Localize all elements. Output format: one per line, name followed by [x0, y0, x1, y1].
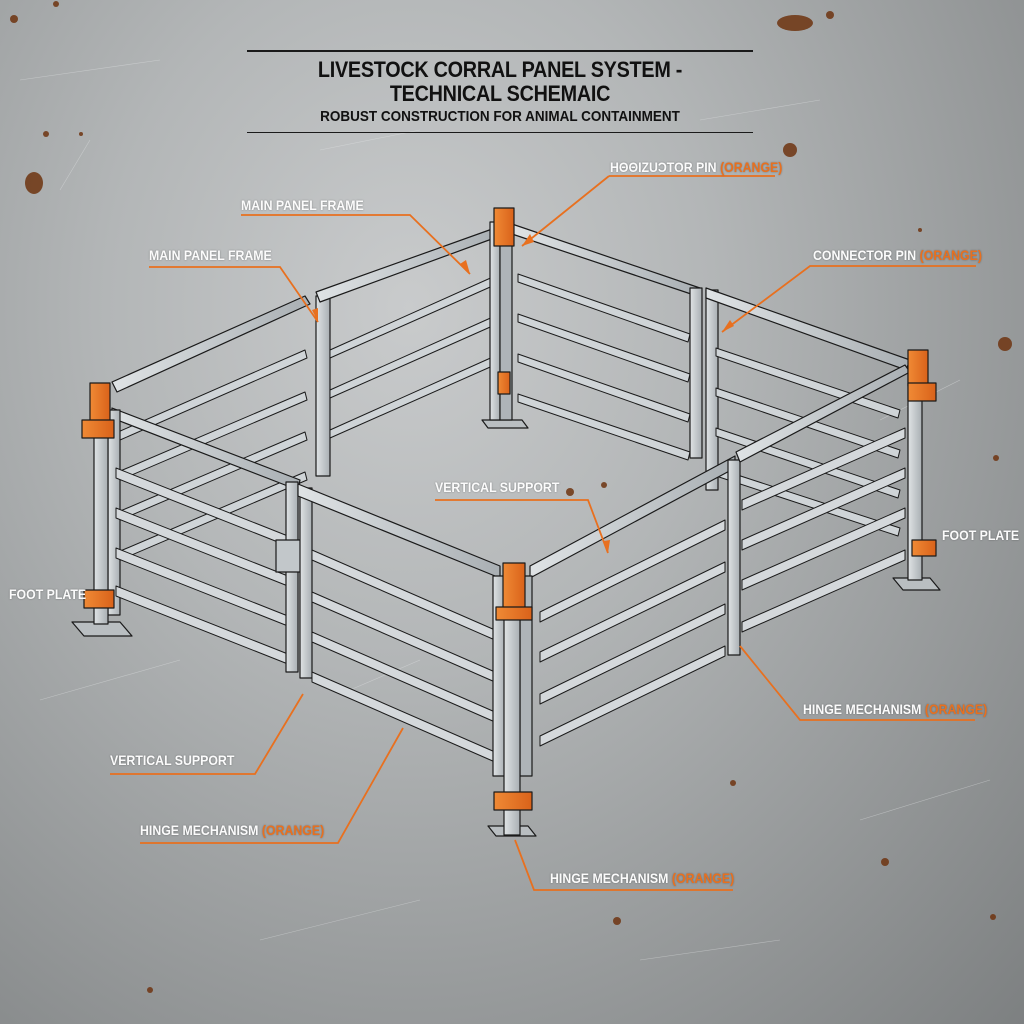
- callout-text: CONNECTOR PIN: [813, 247, 917, 263]
- title-block: LIVESTOCK CORRAL PANEL SYSTEM - TECHNICA…: [247, 50, 753, 133]
- callout-foot-plate-left: FOOT PLATE: [9, 586, 86, 602]
- front-corner-post: [487, 562, 537, 837]
- callout-text: VERTICAL SUPPORT: [435, 479, 560, 495]
- right-post: [892, 349, 941, 591]
- front-left-gate-panel: [107, 407, 307, 673]
- callout-main-panel-frame-left: MAIN PANEL FRAME: [149, 247, 272, 263]
- callout-foot-plate-right: FOOT PLATE: [942, 527, 1019, 543]
- page-title: LIVESTOCK CORRAL PANEL SYSTEM - TECHNICA…: [317, 56, 683, 106]
- callout-horizontal-pin: ΗΘΘΙΖUƆTOR PIN(ORANGE): [610, 159, 782, 175]
- front-right-panel: [529, 455, 741, 747]
- callout-hinge-mechanism-left: HINGE MECHANISM(ORANGE): [140, 822, 324, 838]
- callout-main-panel-frame-top: MAIN PANEL FRAME: [241, 197, 364, 213]
- callout-text: HINGE MECHANISM: [140, 822, 259, 838]
- callout-accent: (ORANGE): [261, 822, 325, 838]
- callout-hinge-mechanism-right: HINGE MECHANISM(ORANGE): [803, 701, 987, 717]
- callout-vertical-support-center: VERTICAL SUPPORT: [435, 479, 559, 495]
- callout-connector-pin: CONNECTOR PIN(ORANGE): [813, 247, 982, 263]
- callout-hinge-mechanism-bottom: HINGE MECHANISM(ORANGE): [550, 870, 734, 886]
- title-top-rule: [247, 50, 753, 52]
- callout-text: MAIN PANEL FRAME: [149, 247, 272, 263]
- back-center-post: [481, 207, 529, 429]
- callout-leader-lines: [110, 175, 976, 891]
- title-bottom-rule: [247, 131, 753, 133]
- callout-accent: (ORANGE): [671, 870, 735, 886]
- back-right-panel: [511, 223, 703, 461]
- front-center-panel: [297, 483, 501, 763]
- page-subtitle: ROBUST CONSTRUCTION FOR ANIMAL CONTAINME…: [320, 107, 680, 125]
- callout-accent: (ORANGE): [919, 247, 982, 263]
- callout-accent: (ORANGE): [720, 159, 783, 175]
- callout-text: HINGE MECHANISM: [550, 870, 669, 886]
- callout-text: MAIN PANEL FRAME: [241, 197, 364, 213]
- callout-text: VERTICAL SUPPORT: [110, 752, 235, 768]
- back-center-left-panel: [315, 227, 501, 477]
- callout-text: FOOT PLATE: [9, 586, 87, 602]
- arrowheads: [312, 234, 734, 553]
- right-front-panel: [735, 364, 911, 633]
- callout-text: FOOT PLATE: [942, 527, 1020, 543]
- callout-vertical-support-left: VERTICAL SUPPORT: [110, 752, 234, 768]
- front-left-post: [71, 382, 133, 637]
- callout-text: HINGE MECHANISM: [803, 701, 922, 717]
- callout-accent: (ORANGE): [924, 701, 988, 717]
- callout-text: ΗΘΘΙΖUƆTOR PIN: [610, 159, 717, 175]
